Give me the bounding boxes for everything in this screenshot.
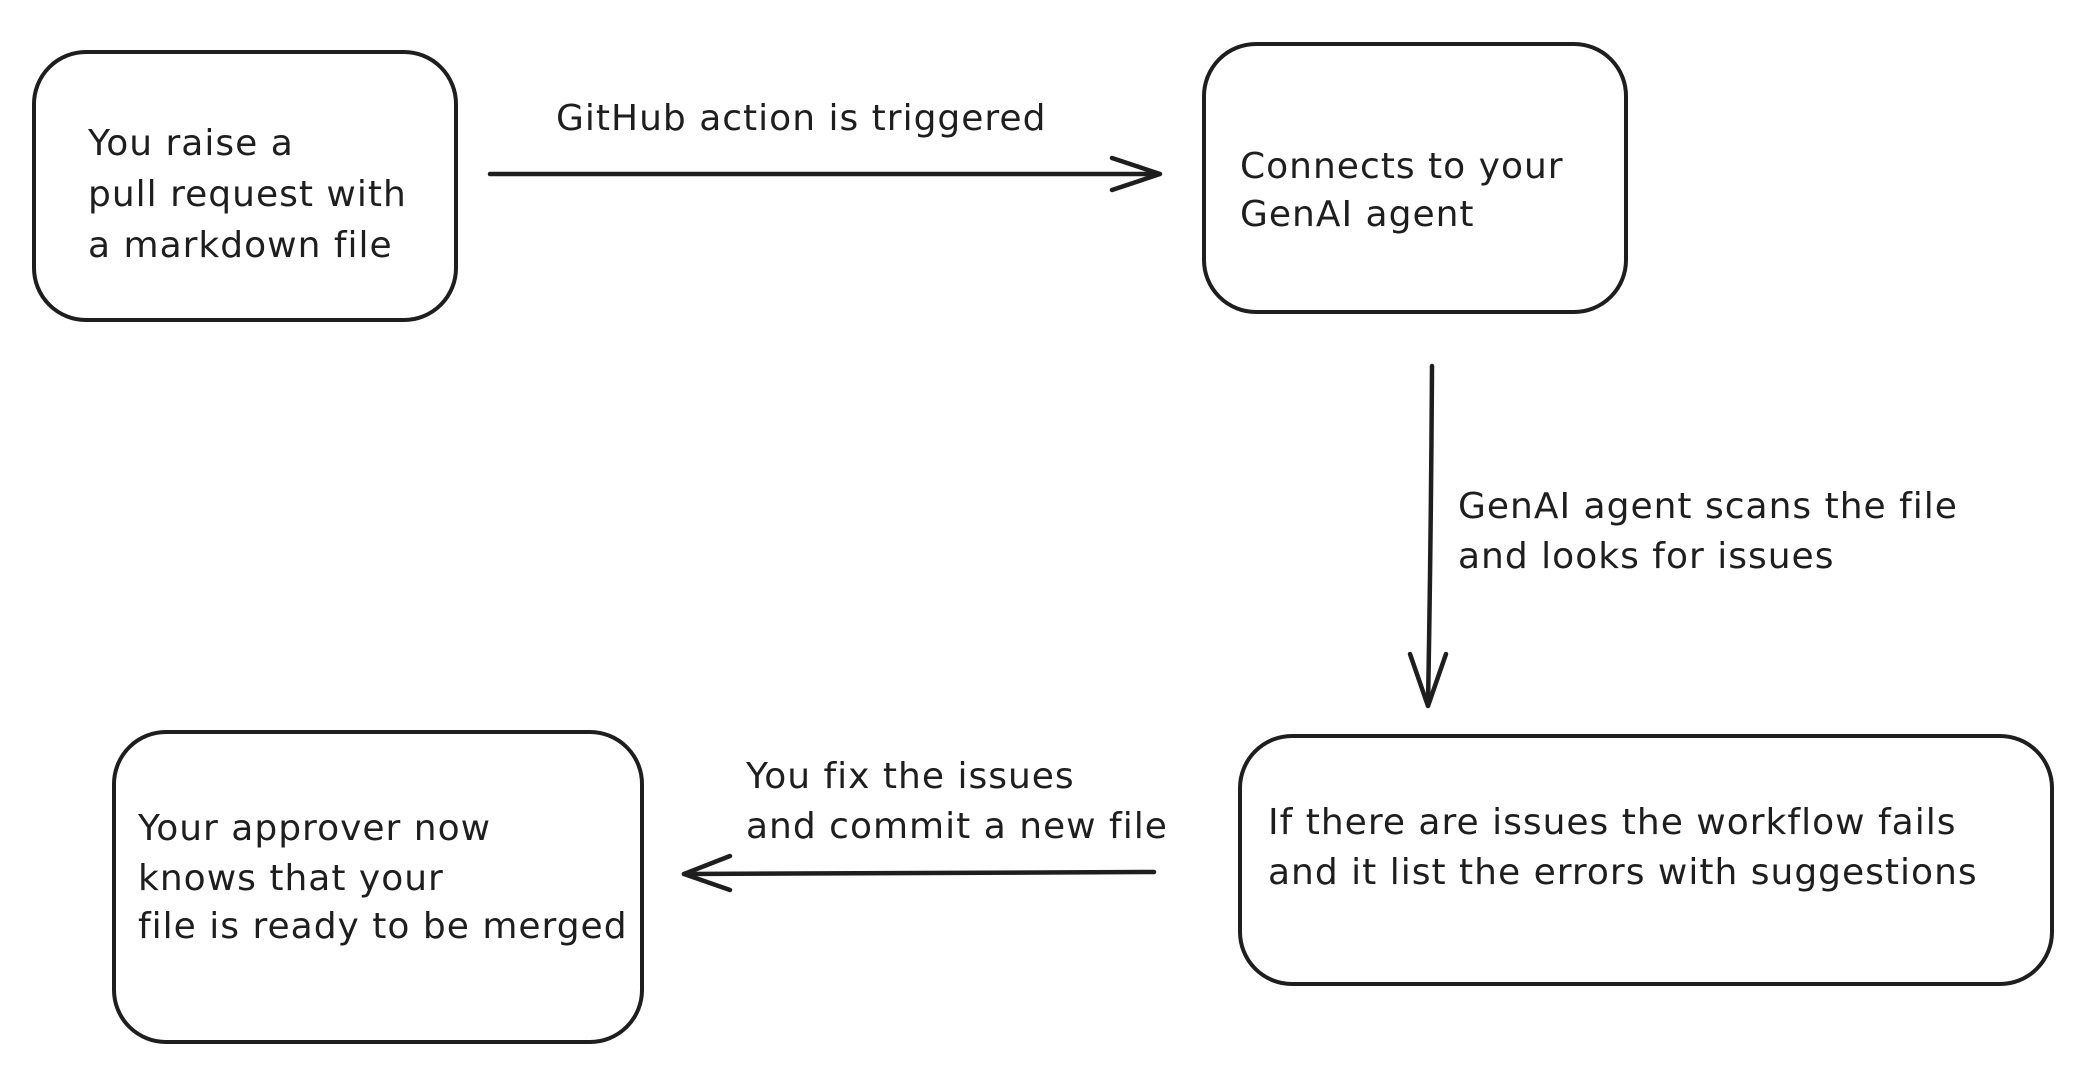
node-genai-connect-line-2: GenAI agent: [1240, 194, 1475, 235]
node-pull-request-box: [32, 50, 458, 322]
node-approver: Your approver now knows that your file i…: [112, 730, 644, 1044]
edge-genai-to-workflow-label-line-1: GenAI agent scans the file: [1458, 486, 1958, 527]
edge-pull-request-to-genai-label: GitHub action is triggered: [556, 98, 1046, 139]
node-pull-request-line-2: pull request with: [88, 174, 407, 215]
node-approver-line-1: Your approver now: [137, 808, 491, 849]
node-workflow-result: If there are issues the workflow fails a…: [1238, 734, 2054, 986]
node-workflow-result-box: [1238, 734, 2054, 986]
edge-genai-to-workflow-line: [1425, 363, 1435, 707]
edge-workflow-to-approver-label-line-1: You fix the issues: [745, 756, 1075, 797]
edge-genai-to-workflow: GenAI agent scans the file and looks for…: [1407, 363, 1958, 709]
node-workflow-result-line-1: If there are issues the workflow fails: [1268, 802, 1956, 843]
edge-genai-to-workflow-arrowhead-icon: [1407, 651, 1449, 709]
edge-workflow-to-approver-arrowhead-icon: [681, 853, 733, 893]
node-approver-line-3: file is ready to be merged: [138, 906, 628, 947]
node-genai-connect: Connects to your GenAI agent: [1202, 42, 1628, 314]
edge-pull-request-to-genai-line: [487, 171, 1161, 177]
node-workflow-result-line-2: and it list the errors with suggestions: [1268, 852, 1978, 893]
edge-pull-request-to-genai-arrowhead-icon: [1109, 155, 1163, 193]
edge-workflow-to-approver-label-line-2: and commit a new file: [746, 806, 1168, 847]
edge-workflow-to-approver-line: [681, 869, 1157, 877]
node-pull-request: You raise a pull request with a markdown…: [32, 50, 458, 322]
edge-workflow-to-approver: You fix the issues and commit a new file: [681, 756, 1168, 893]
node-pull-request-line-3: a markdown file: [88, 225, 393, 266]
edge-pull-request-to-genai: GitHub action is triggered: [487, 98, 1163, 193]
node-genai-connect-line-1: Connects to your: [1240, 146, 1564, 187]
node-genai-connect-box: [1202, 42, 1628, 314]
node-approver-line-2: knows that your: [138, 858, 444, 899]
node-pull-request-line-1: You raise a: [87, 123, 294, 164]
node-approver-box: [112, 730, 644, 1044]
edge-genai-to-workflow-label-line-2: and looks for issues: [1458, 536, 1834, 577]
